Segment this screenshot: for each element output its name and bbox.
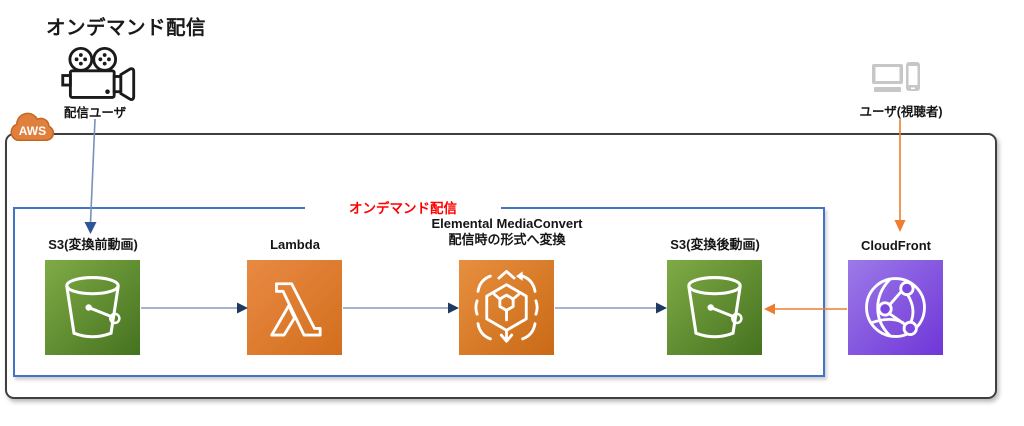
lambda-icon: [247, 260, 342, 355]
delivery-group-box: オンデマンド配信: [13, 199, 825, 377]
mediaconvert-label-line1: Elemental MediaConvert: [431, 216, 583, 231]
video-camera-icon: [58, 46, 138, 101]
desktop-and-mobile-icon: [871, 62, 921, 96]
cloudfront-globe-icon: [848, 260, 943, 355]
aws-boundary-box: [5, 133, 997, 399]
broadcaster-label: 配信ユーザ: [63, 106, 127, 120]
mediaconvert-label-line2: 配信時の形式へ変換: [448, 232, 566, 247]
s3-source-label: S3(変換前動画): [48, 237, 138, 252]
s3-output-label: S3(変換後動画): [670, 237, 760, 252]
page-title: オンデマンド配信: [46, 17, 207, 39]
lambda-label: Lambda: [270, 237, 320, 252]
mediaconvert-label: Elemental MediaConvert 配信時の形式へ変換: [432, 216, 583, 248]
mediaconvert-icon: [459, 260, 554, 355]
s3-bucket-icon: [45, 260, 140, 355]
cloudfront-label: CloudFront: [860, 238, 932, 253]
aws-badge-label: AWS: [19, 124, 46, 138]
delivery-group-label: オンデマンド配信: [305, 199, 501, 218]
aws-cloud-icon: AWS: [6, 110, 58, 142]
s3-bucket-icon: [667, 260, 762, 355]
viewer-label: ユーザ(視聴者): [859, 105, 943, 119]
